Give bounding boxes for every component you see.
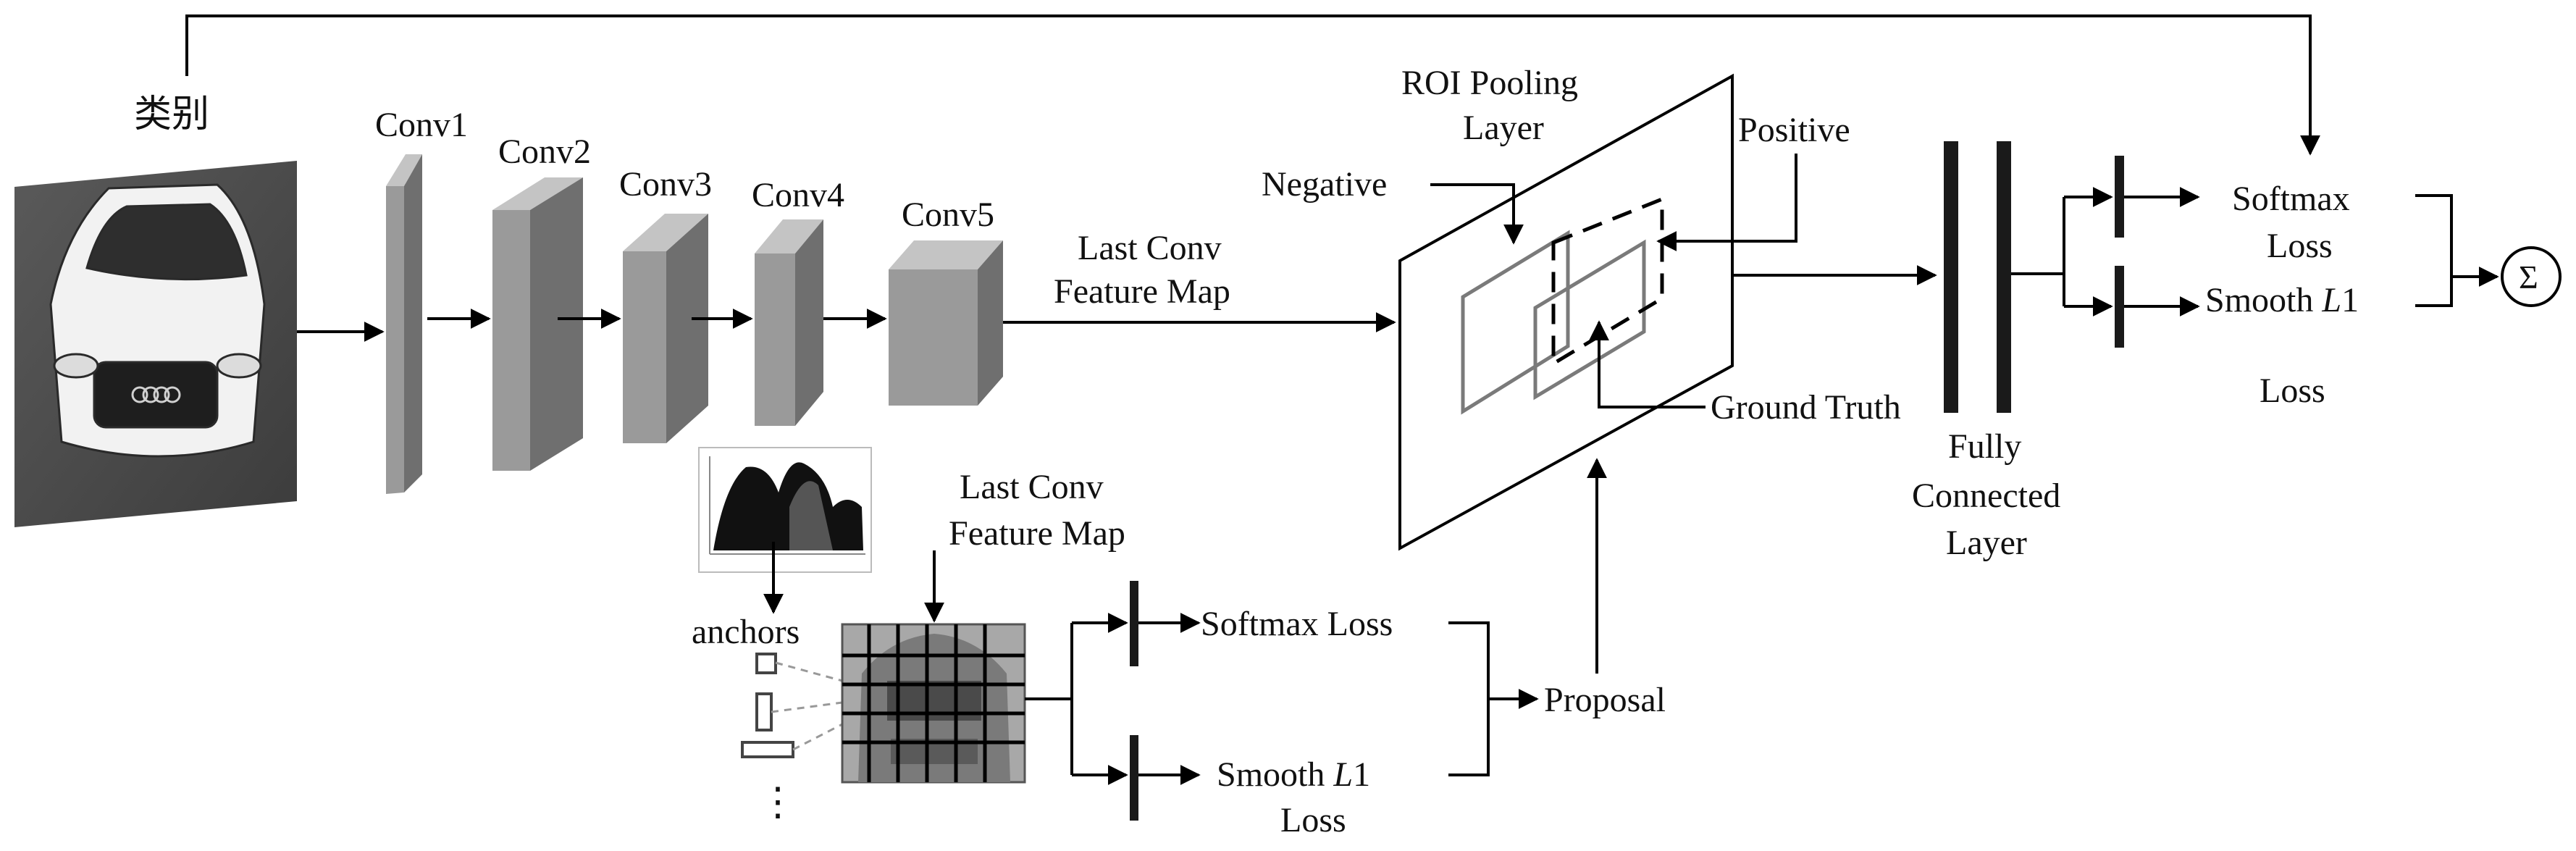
smooth-l1-bottom-line2: Loss (1280, 801, 1346, 839)
feature-grid-image (841, 623, 1026, 784)
ground-truth-label: Ground Truth (1711, 388, 1901, 427)
scatter-plot-thumbnail (698, 447, 872, 573)
softmax-right-line1: Softmax (2232, 180, 2350, 218)
positive-arrow (1656, 154, 1797, 251)
rpn-small-bars (1130, 581, 1138, 821)
conv4-label: Conv4 (752, 176, 844, 214)
conv1-block (386, 154, 422, 494)
sum-circle-icon: Σ (2501, 246, 2562, 307)
roi-pooling-line2: Layer (1463, 109, 1544, 147)
roi-pooling-line1: ROI Pooling (1401, 64, 1578, 102)
conv-blocks (386, 154, 1003, 494)
car-photo (14, 161, 297, 527)
positive-label: Positive (1738, 111, 1850, 149)
conv3-label: Conv3 (619, 165, 712, 204)
last-conv-top-line2: Feature Map (1054, 272, 1230, 311)
fc-branch-lines (2011, 187, 2200, 316)
negative-arrow (1430, 183, 1524, 245)
softmax-loss-bottom: Softmax Loss (1201, 605, 1393, 643)
category-feedback-line (185, 14, 2320, 156)
negative-label: Negative (1262, 165, 1387, 204)
fc-label-line1: Fully (1948, 427, 2021, 466)
conv4-block (755, 219, 823, 426)
category-label: 类别 (134, 94, 209, 135)
conv1-label: Conv1 (375, 106, 468, 144)
conv-arrows (297, 309, 1396, 342)
ground-truth-arrow (1589, 320, 1706, 408)
proposal-bracket (1448, 458, 1607, 776)
softmax-right-line2: Loss (2267, 227, 2333, 265)
svg-text:Σ: Σ (2519, 259, 2538, 295)
smooth-l1-right-line2: Loss (2260, 372, 2325, 410)
anchors-ellipsis: ⋮ (758, 780, 797, 823)
anchor-box-icon (741, 653, 794, 758)
rpn-branch-lines (1025, 613, 1201, 785)
anchor-dashed-links (771, 661, 843, 751)
smooth-l1-right-line1: Smooth L1 (2205, 281, 2359, 319)
sum-bracket (2415, 194, 2499, 307)
anchors-label: anchors (692, 613, 800, 651)
proposal-label: Proposal (1544, 681, 1666, 719)
fully-connected-bars (1944, 141, 2011, 413)
conv5-label: Conv5 (902, 196, 994, 234)
last-conv-top-line1: Last Conv (1078, 229, 1222, 267)
fc-label-line2: Connected (1912, 477, 2060, 515)
roi-pooling-plane (1398, 73, 1734, 551)
conv2-label: Conv2 (498, 133, 591, 171)
last-conv-bottom-line2: Feature Map (949, 514, 1125, 553)
conv3-block (623, 214, 708, 443)
smooth-l1-bottom-line1: Smooth L1 (1217, 755, 1370, 794)
conv2-block (492, 177, 583, 471)
fc-small-bars (2115, 156, 2124, 348)
fc-label-line3: Layer (1946, 524, 2027, 562)
last-conv-bottom-line1: Last Conv (960, 468, 1104, 506)
conv5-block (889, 240, 1003, 406)
